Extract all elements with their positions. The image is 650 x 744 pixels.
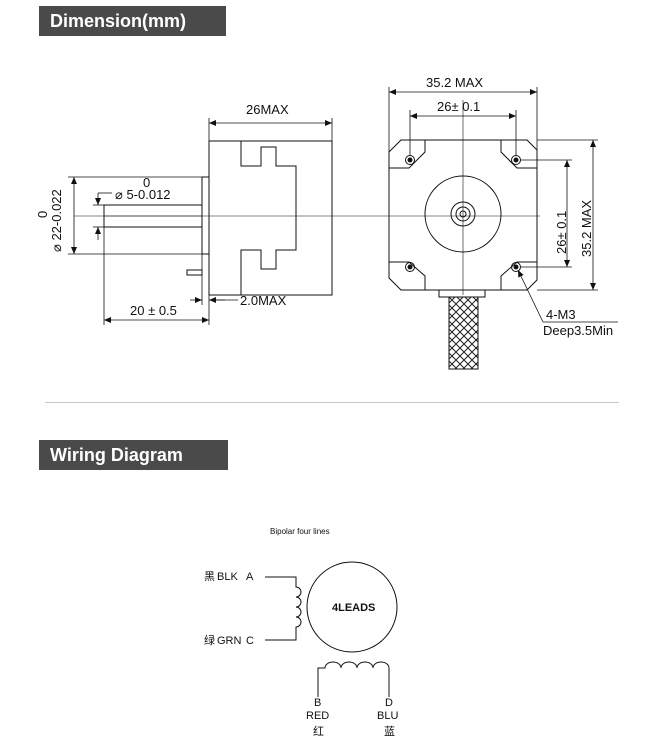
center-label: 4LEADS: [332, 602, 375, 614]
wiring-diagram: [265, 561, 398, 697]
body-length-label: 26MAX: [246, 102, 289, 117]
lead-red-color: RED: [306, 710, 329, 722]
front-view: [388, 100, 538, 370]
lead-red-cn: 红: [313, 725, 324, 738]
section-divider: [45, 402, 619, 403]
lead-blk-cn: 黑: [204, 570, 215, 583]
shaft-diameter-label: ⌀ 5-0.012: [115, 187, 171, 202]
lead-grn-cn: 绿: [204, 633, 215, 647]
dimension-section-header: Dimension(mm): [39, 6, 226, 36]
front-body-outline: [388, 139, 538, 291]
side-body-slot: [240, 141, 297, 295]
hole-depth-label: Deep3.5Min: [543, 323, 613, 338]
motor-circle: [306, 561, 398, 653]
wiring-section-header: Wiring Diagram: [39, 440, 228, 470]
shaft-tol-label: 0: [143, 175, 150, 190]
lead-red-pin: B: [314, 697, 321, 709]
lead-blu-pin: D: [385, 697, 393, 709]
lead-grn-color: GRN: [217, 635, 242, 647]
side-view: [74, 140, 540, 296]
hole-spec-label: 4-M3: [546, 307, 576, 322]
hole-spacing-h-label: 26± 0.1: [437, 99, 480, 114]
wiring-subtitle: Bipolar four lines: [270, 527, 330, 536]
lead-blk-pin: A: [246, 571, 254, 583]
boss-tol-label: 0: [35, 211, 50, 218]
side-boss: [201, 176, 210, 255]
lead-blu-cn: 蓝: [384, 725, 395, 738]
lead-grn-pin: C: [246, 635, 254, 647]
overall-height-label: 35.2 MAX: [579, 200, 594, 257]
boss-height-label: 2.0MAX: [240, 293, 287, 308]
shaft-length-label: 20 ± 0.5: [130, 303, 177, 318]
front-dimensions: [388, 87, 618, 323]
side-body: [208, 140, 333, 296]
cable-braid: [448, 296, 479, 370]
lead-blk-color: BLK: [217, 571, 238, 583]
coil-bd: [317, 661, 390, 697]
side-dimensions: [68, 118, 333, 325]
lead-blu-color: BLU: [377, 710, 398, 722]
boss-diameter-label: ⌀ 22-0.022: [49, 189, 64, 252]
overall-width-label: 35.2 MAX: [426, 75, 483, 90]
hole-spacing-v-label: 26± 0.1: [554, 211, 569, 254]
coil-ac: [265, 576, 302, 641]
